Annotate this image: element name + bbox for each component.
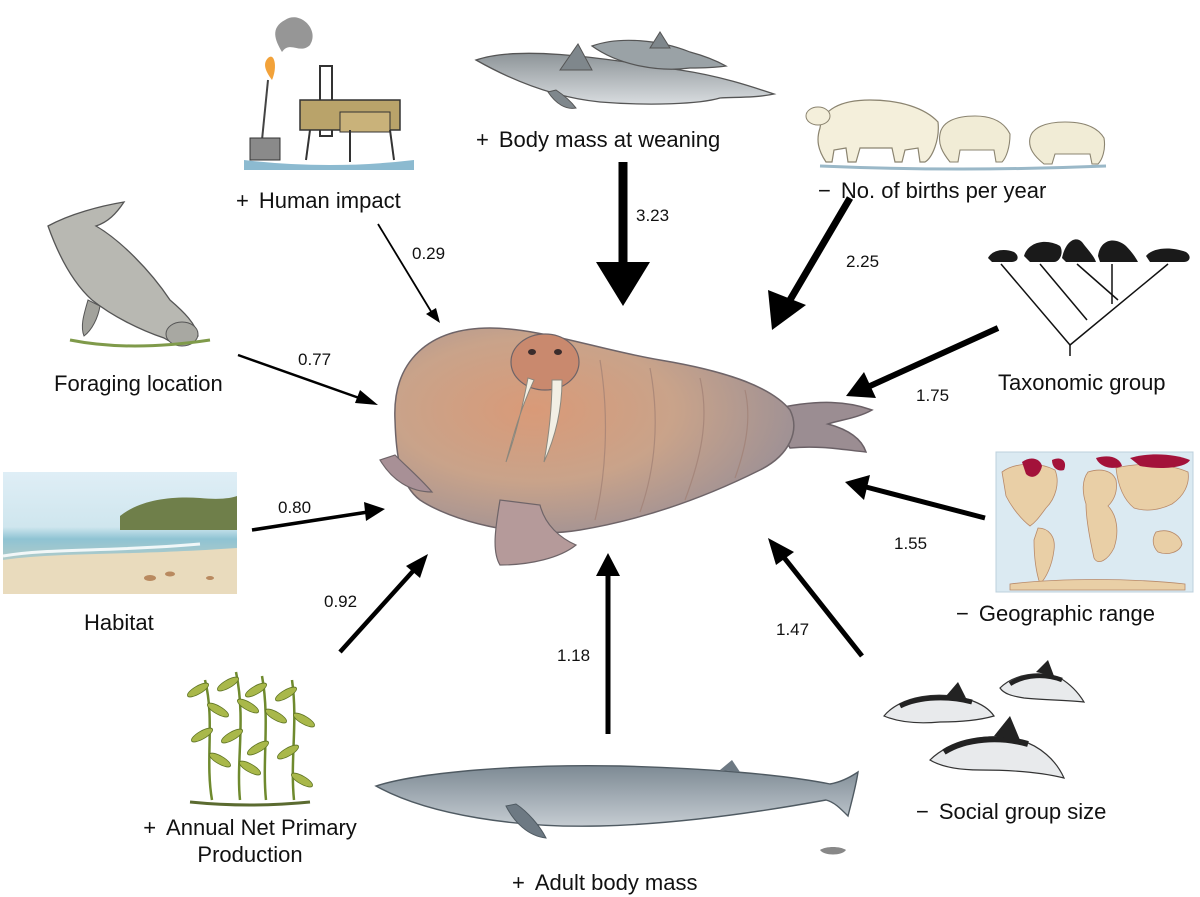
walrus-illustration	[379, 327, 874, 566]
label-adult-body-mass: +Adult body mass	[512, 870, 698, 895]
weight-social-group-size: 1.47	[776, 620, 810, 639]
label-habitat: Habitat	[84, 610, 154, 635]
arrow-foraging-location	[237, 353, 378, 405]
arrow-social-group-size	[768, 538, 864, 658]
beach-illustration	[2, 472, 237, 594]
weight-habitat: 0.80	[278, 498, 312, 517]
weight-geographic-range: 1.55	[894, 534, 928, 553]
label-body-mass-weaning: +Body mass at weaning	[476, 127, 721, 152]
weight-taxonomic-group: 1.75	[916, 386, 950, 405]
arrow-adult-body-mass	[596, 553, 620, 734]
polar-bear-family-illustration	[805, 99, 1107, 171]
arrow-geographic-range	[845, 475, 986, 521]
weight-net-primary-production: 0.92	[324, 592, 358, 611]
arrow-human-impact	[377, 223, 440, 323]
label-taxonomic-group: Taxonomic group	[998, 370, 1166, 395]
dugong-illustration	[47, 201, 211, 348]
kelp-illustration	[187, 671, 315, 807]
label-births-per-year: −No. of births per year	[818, 178, 1047, 203]
arrow-net-primary-production	[338, 554, 428, 654]
arrow-body-mass-weaning	[596, 162, 650, 306]
weight-births-per-year: 2.25	[846, 252, 880, 271]
arrow-births-per-year	[768, 196, 854, 330]
world-map-illustration	[995, 451, 1194, 593]
weight-adult-body-mass: 1.18	[557, 646, 591, 665]
label-foraging-location: Foraging location	[54, 371, 223, 396]
blue-whale-illustration	[374, 760, 859, 855]
oil-rig-illustration	[244, 17, 414, 170]
weight-foraging-location: 0.77	[298, 350, 332, 369]
label-net-primary-production: +Annual Net Primary Production	[143, 815, 357, 867]
weight-body-mass-weaning: 3.23	[636, 206, 670, 225]
label-social-group-size: −Social group size	[916, 799, 1107, 824]
label-geographic-range: −Geographic range	[956, 601, 1155, 626]
weight-human-impact: 0.29	[412, 244, 446, 263]
arrow-taxonomic-group	[846, 325, 1000, 398]
porpoise-group-illustration	[883, 660, 1086, 779]
label-human-impact: +Human impact	[236, 188, 401, 213]
arrow-habitat	[251, 502, 385, 532]
dolphin-mother-calf-illustration	[474, 31, 777, 109]
phylogeny-tree-illustration	[988, 239, 1190, 356]
